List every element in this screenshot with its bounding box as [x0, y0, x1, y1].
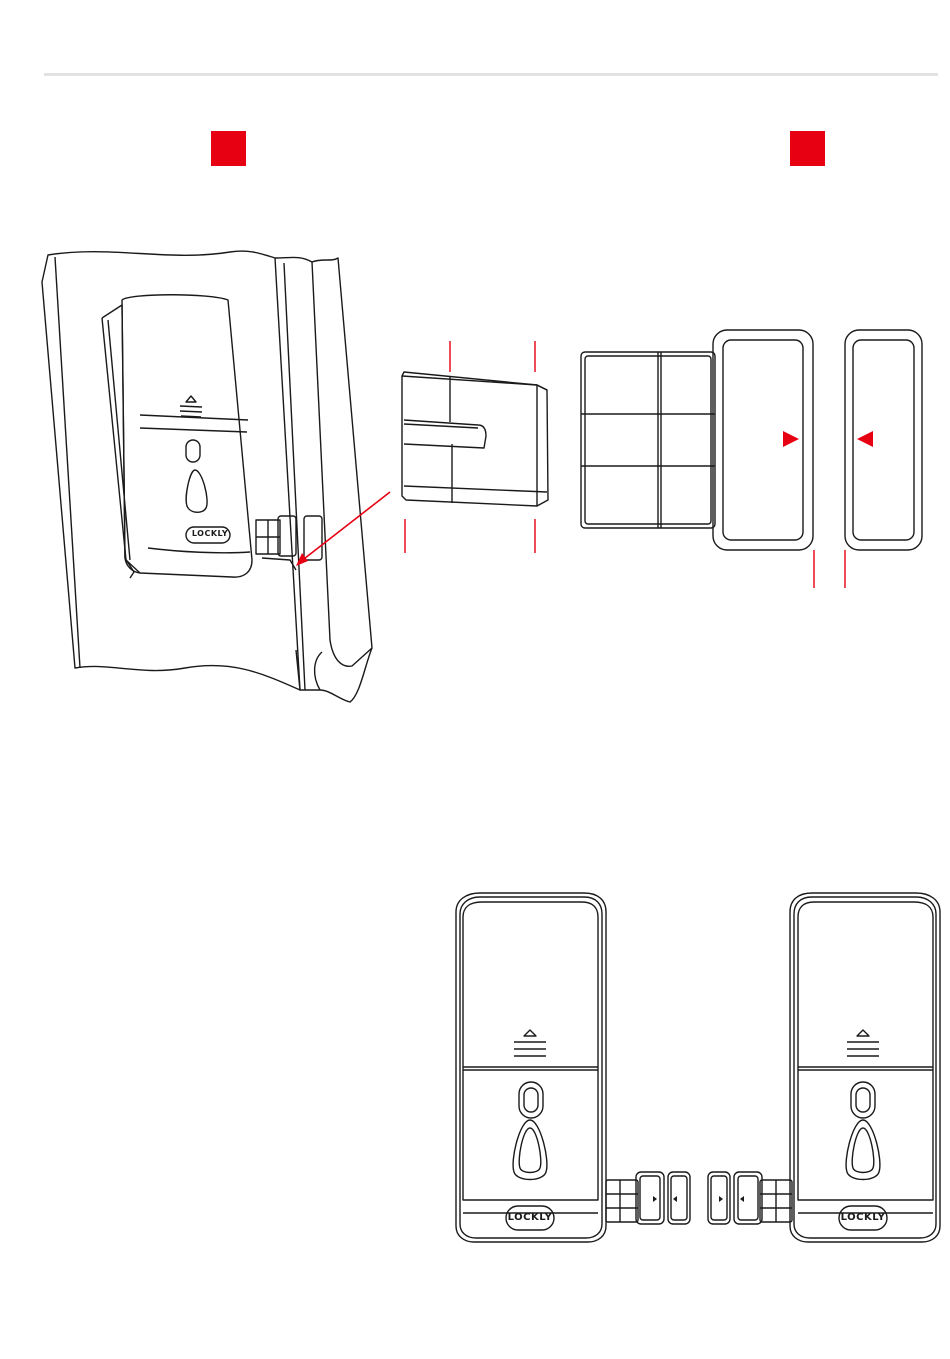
door-frame [275, 257, 372, 702]
sensor-arrow-left [857, 431, 873, 447]
left-lock [456, 893, 606, 1242]
sensor-arrow-right [783, 431, 799, 447]
installation-illustration [0, 0, 950, 760]
door-panel [42, 251, 300, 690]
right-lock [790, 893, 940, 1242]
lock-logo-left: LOCKLY [506, 1212, 554, 1223]
spacer-block [402, 372, 548, 506]
pointer-arrow [296, 492, 390, 566]
lock-body [122, 295, 252, 577]
right-sensor-set [708, 1172, 792, 1224]
lock-logo-right: LOCKLY [839, 1212, 887, 1223]
lock-logo-top: LOCKLY [190, 529, 230, 538]
left-sensor-set [606, 1172, 690, 1224]
